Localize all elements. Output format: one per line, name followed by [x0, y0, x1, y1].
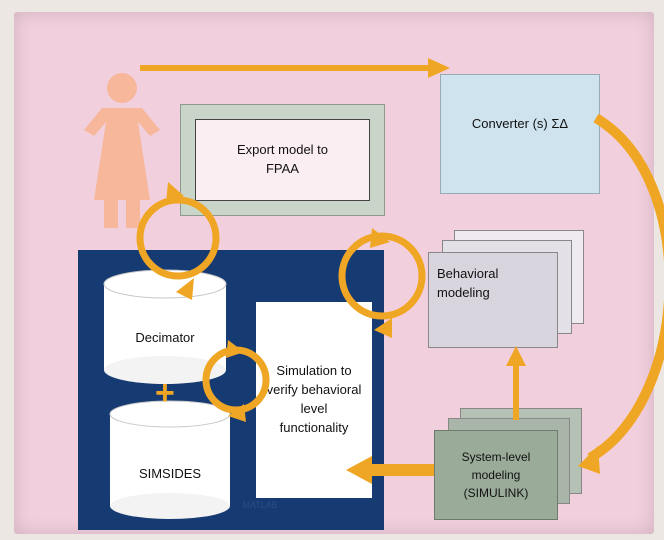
matlab-caption: MATLAB: [242, 500, 278, 510]
decimator-label: Decimator: [135, 330, 195, 345]
cycle-icon: [202, 340, 270, 422]
person-icon: [84, 73, 160, 228]
simulation-label-line2: verify behavioral: [266, 382, 362, 398]
simulation-label-line1: Simulation to: [276, 363, 352, 379]
plus-sign: +: [155, 374, 175, 412]
converter-box: Converter (s) ΣΔ: [440, 74, 600, 194]
system-level-modeling-box: System-level modeling (SIMULINK): [434, 430, 558, 520]
converter-label: Converter (s) ΣΔ: [471, 116, 569, 131]
system-label-line3: (SIMULINK): [463, 486, 529, 500]
behavioral-modeling-box: Behavioral modeling: [428, 252, 558, 348]
simsides-cylinder: [109, 400, 231, 519]
system-label-line1: System-level: [461, 450, 531, 464]
export-model-box: Export model to FPAA: [180, 104, 385, 216]
cycle-icon: [338, 228, 426, 338]
arrow-icon: [140, 58, 664, 484]
simulation-box: Simulation to verify behavioral level fu…: [256, 302, 372, 498]
simulation-label-line3: level: [300, 401, 328, 416]
behavioral-label-line2: modeling: [437, 284, 490, 300]
simsides-label: SIMSIDES: [138, 466, 202, 481]
decimator-cylinder: [103, 269, 227, 384]
system-label-line2: modeling: [471, 468, 521, 482]
export-model-label-line2: FPAA: [265, 161, 299, 176]
behavioral-label-line1: Behavioral: [437, 266, 499, 281]
export-model-label-line1: Export model to: [236, 142, 329, 158]
simulation-label-line4: functionality: [279, 419, 349, 435]
export-model-inner: Export model to FPAA: [195, 119, 370, 201]
cycle-icon: [136, 182, 220, 300]
